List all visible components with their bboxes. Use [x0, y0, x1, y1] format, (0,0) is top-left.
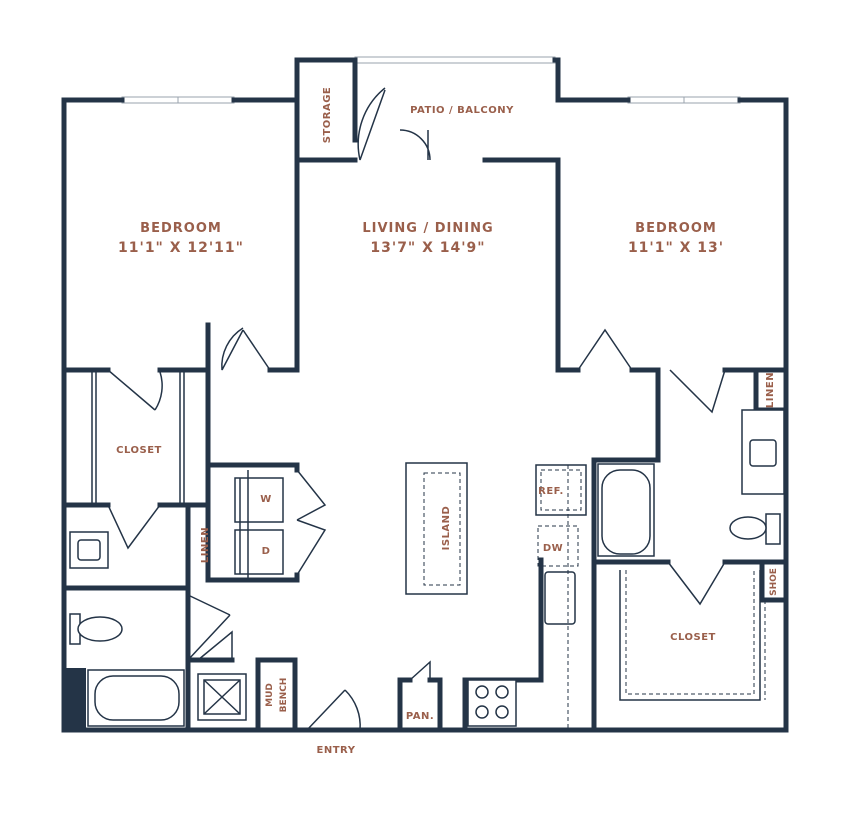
door-closet-right — [667, 561, 726, 606]
windows — [121, 56, 741, 104]
label-washer: W — [260, 494, 272, 505]
range — [467, 679, 517, 727]
door-laundry — [296, 469, 327, 576]
toilet-right — [765, 513, 781, 545]
label-island: ISLAND — [441, 506, 452, 551]
door-closet-left-lower — [107, 504, 161, 550]
door-storage — [357, 87, 386, 161]
room-name-bedroom-right: BEDROOM — [635, 221, 717, 236]
kitchen-sink — [544, 571, 576, 625]
label-entry: ENTRY — [317, 745, 356, 756]
door-bath-right — [669, 369, 726, 414]
room-size-bedroom-right: 11'1" X 13' — [628, 240, 724, 256]
label-pantry: PAN. — [406, 711, 434, 722]
labels: BEDROOM 11'1" X 12'11" LIVING / DINING 1… — [116, 87, 779, 756]
door-pantry — [409, 660, 431, 681]
room-size-bedroom-left: 11'1" X 12'11" — [118, 240, 244, 256]
door-shower — [197, 630, 233, 661]
fixtures — [69, 409, 785, 728]
label-closet-right: CLOSET — [670, 632, 716, 643]
label-linen-right: LINEN — [765, 372, 776, 408]
room-name-bedroom-left: BEDROOM — [140, 221, 222, 236]
label-bench: BENCH — [279, 678, 289, 713]
label-linen-left: LINEN — [200, 527, 211, 563]
door-patio — [399, 129, 431, 161]
label-dw: DW — [543, 543, 563, 554]
label-patio: PATIO / BALCONY — [410, 105, 514, 116]
room-size-living: 13'7" X 14'9" — [370, 240, 485, 256]
closet-rods — [91, 372, 766, 701]
window-patio — [354, 56, 556, 64]
label-ref: REF. — [538, 486, 564, 497]
door-bedroom-right — [577, 328, 633, 371]
wall-chase — [62, 668, 86, 732]
doors — [107, 87, 726, 731]
label-closet-left: CLOSET — [116, 445, 162, 456]
washer — [234, 477, 284, 523]
label-storage: STORAGE — [322, 87, 333, 144]
island — [405, 462, 468, 595]
refrigerator — [535, 464, 587, 516]
door-closet-left — [107, 369, 163, 411]
label-dryer: D — [262, 546, 271, 557]
label-shoe: SHOE — [769, 568, 779, 596]
dryer — [234, 529, 284, 575]
door-bath-left — [187, 594, 231, 661]
label-mud: MUD — [265, 683, 275, 707]
door-bedroom-left — [221, 327, 244, 371]
room-name-living: LIVING / DINING — [362, 221, 493, 236]
door-entry — [306, 689, 361, 731]
dishwasher — [537, 525, 579, 567]
